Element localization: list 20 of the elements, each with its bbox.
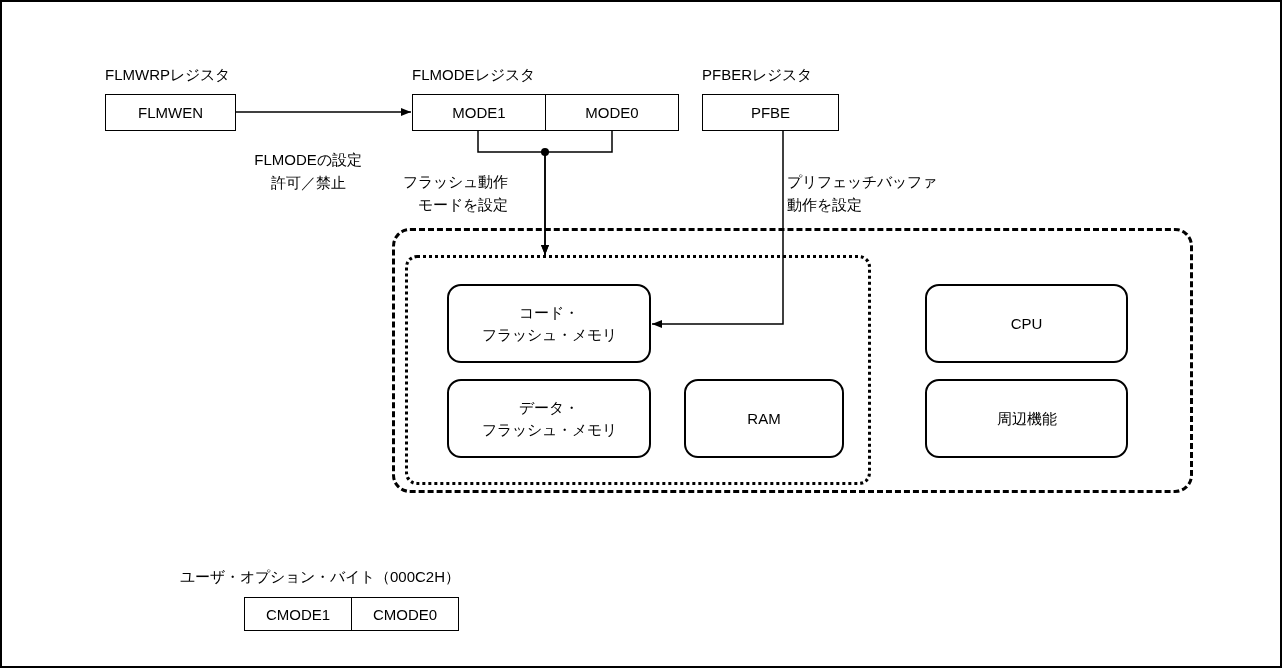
- function-block: 周辺機能: [925, 379, 1128, 458]
- register-name: FLMODEレジスタ: [412, 66, 535, 85]
- function-block: CPU: [925, 284, 1128, 363]
- arrow: [651, 130, 784, 328]
- function-block: コード・フラッシュ・メモリ: [447, 284, 651, 363]
- arrow: [541, 130, 613, 256]
- group-boundary: [405, 255, 871, 485]
- arrow: [235, 108, 412, 116]
- register-name: PFBERレジスタ: [702, 66, 812, 85]
- register-cell: PFBE: [702, 94, 839, 131]
- register-name: ユーザ・オプション・バイト（000C2H）: [180, 568, 461, 587]
- group-boundary: [392, 228, 1193, 493]
- register-bit-cell: MODE0: [545, 94, 679, 131]
- register-bit-cell: CMODE0: [351, 597, 459, 631]
- register-cell: FLMWEN: [105, 94, 236, 131]
- function-block: データ・フラッシュ・メモリ: [447, 379, 651, 458]
- function-block: RAM: [684, 379, 844, 458]
- register-bit-cell: CMODE1: [244, 597, 352, 631]
- register-name: FLMWRPレジスタ: [105, 66, 230, 85]
- register-bit-cell: MODE1: [412, 94, 546, 131]
